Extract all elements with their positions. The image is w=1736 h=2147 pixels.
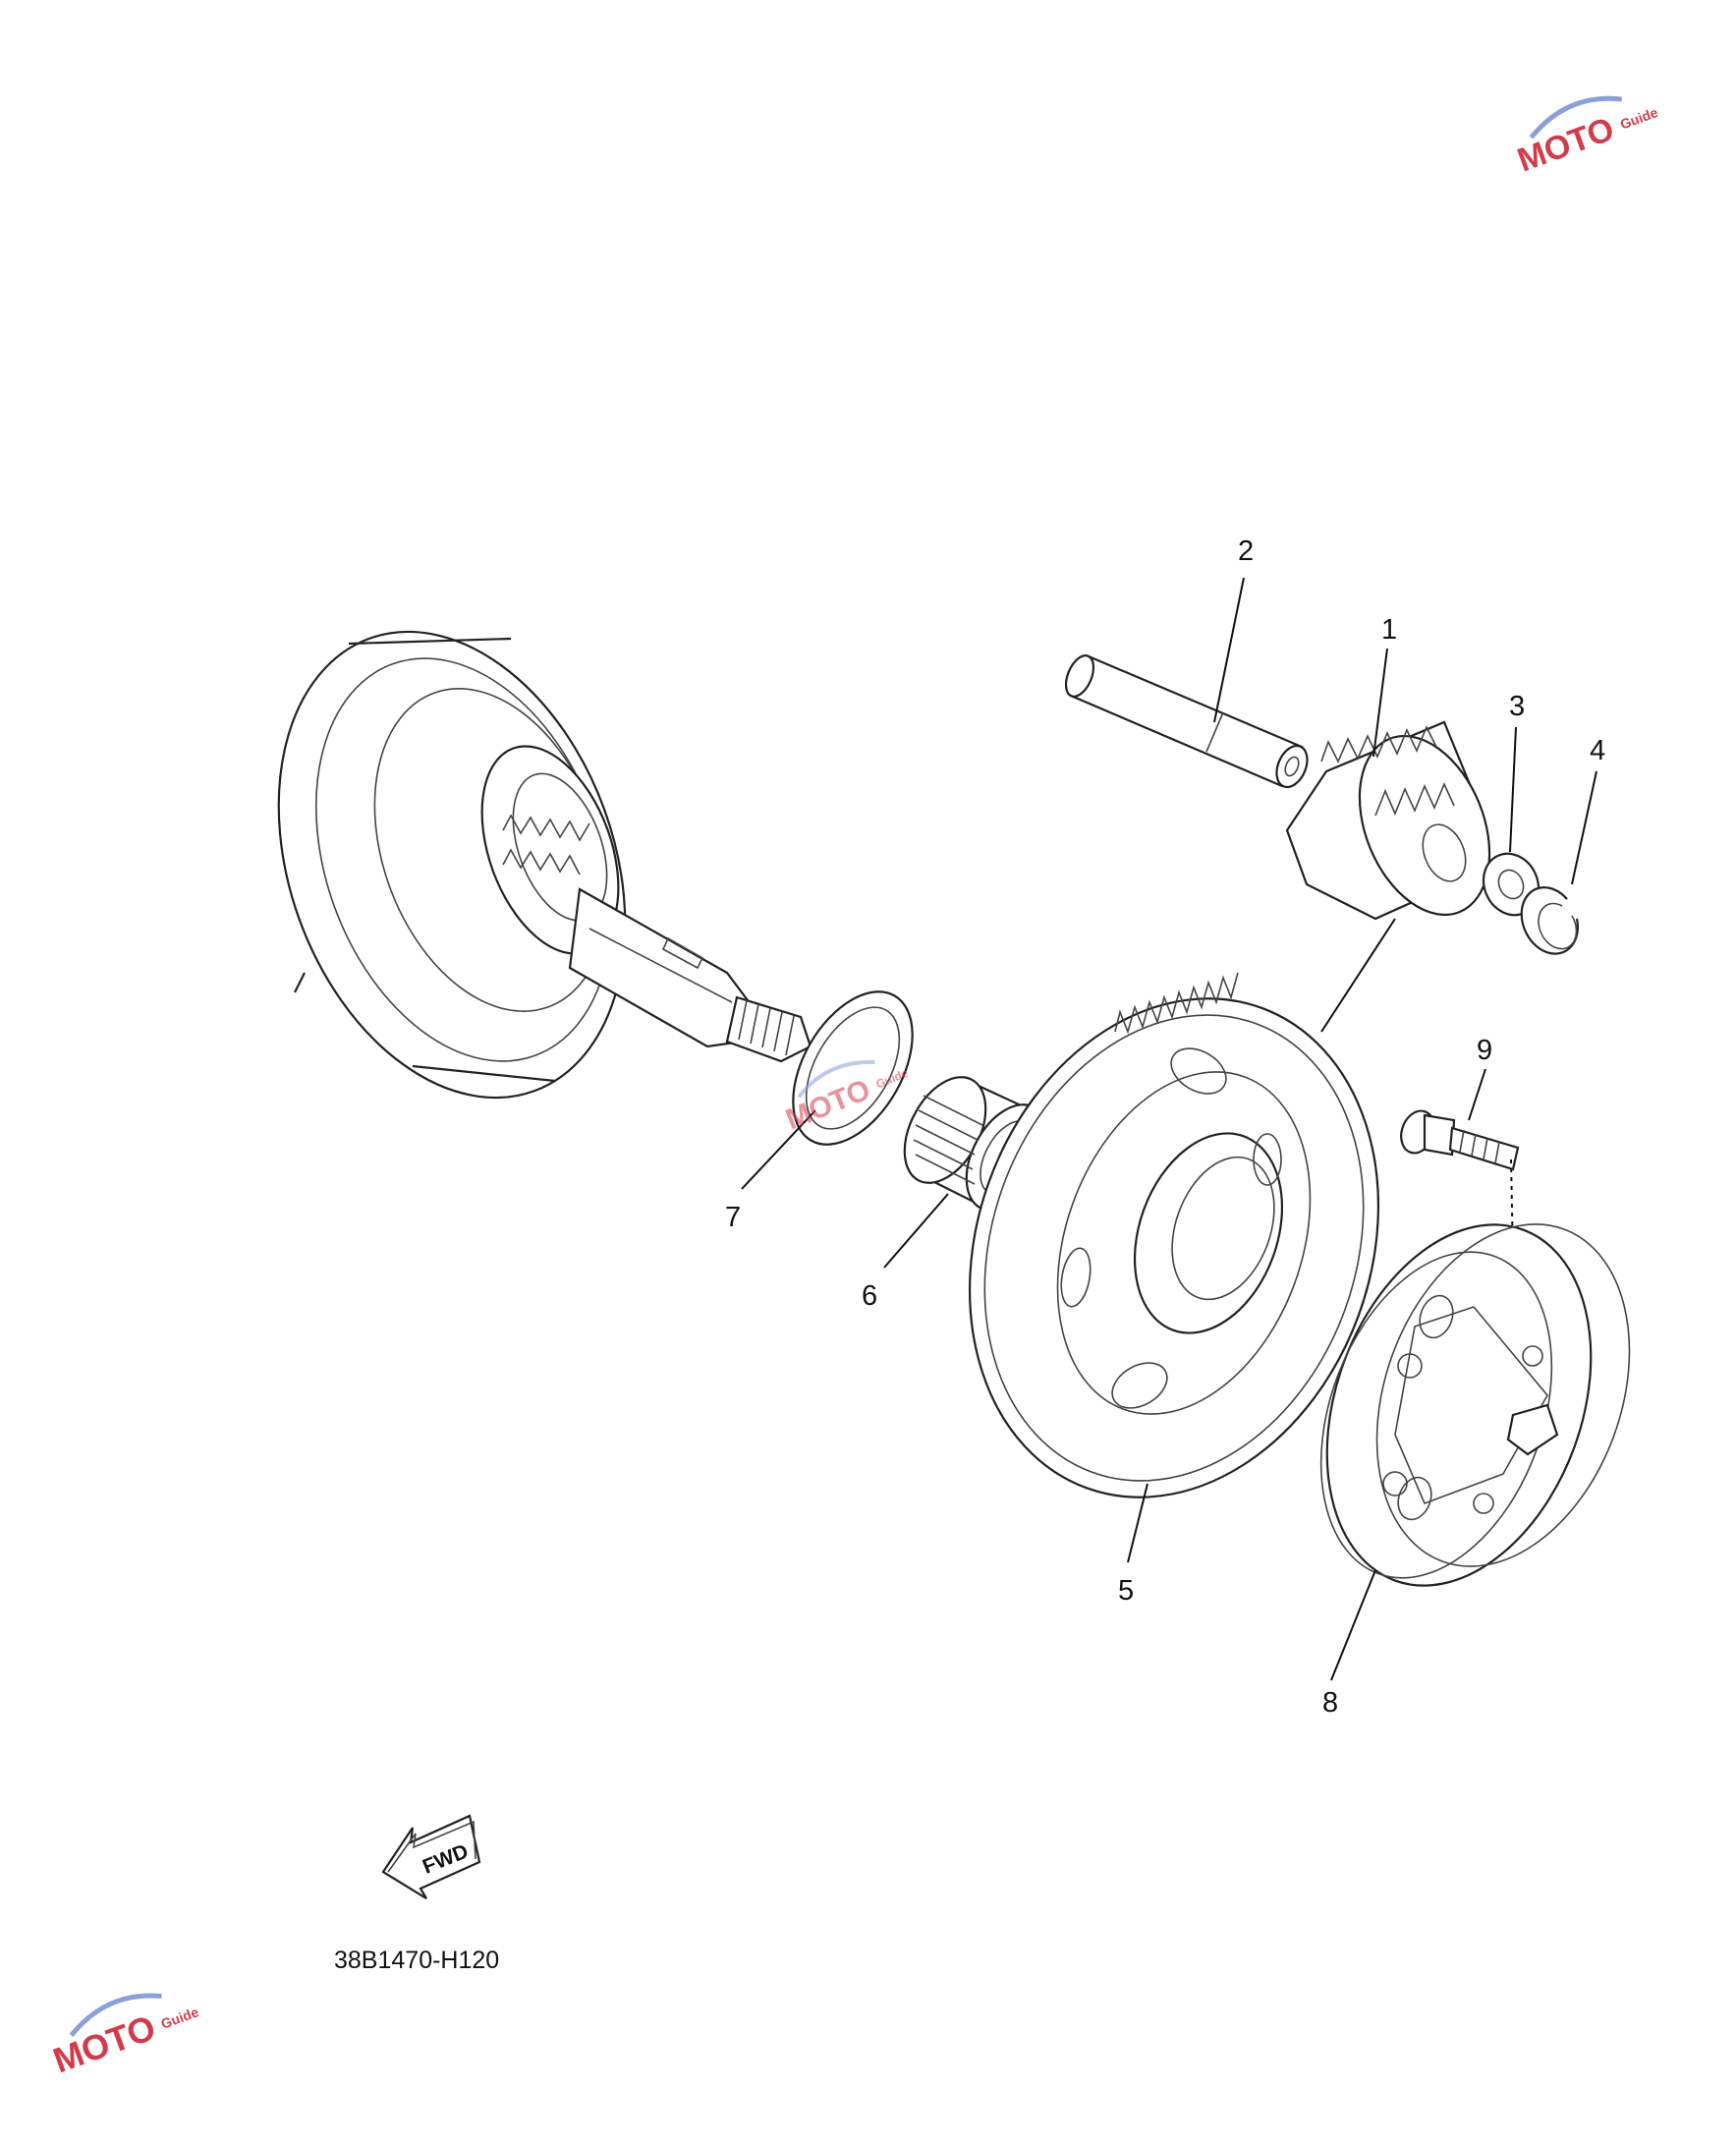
- leader-3: [1509, 726, 1517, 853]
- watermark-logo-bottom-left: MOTO Guide: [48, 1993, 201, 2081]
- callout-7: 7: [725, 1202, 741, 1233]
- part-8-clutch-housing: [1319, 1223, 1631, 1587]
- flywheel-shaft-assembly: [277, 630, 812, 1100]
- callout-numbers: 1 2 3 4 5 6 7 8 9: [725, 536, 1605, 1719]
- leader-4: [1571, 770, 1597, 885]
- leader-7: [741, 1109, 816, 1190]
- drawing-code: 38B1470-H120: [334, 1947, 499, 1974]
- callout-2: 2: [1238, 536, 1254, 567]
- leader-1: [1372, 648, 1388, 758]
- watermark-brand-bottom: MOTO: [48, 2006, 161, 2080]
- watermark-tagline-top: Guide: [1618, 104, 1660, 133]
- callout-8: 8: [1322, 1687, 1338, 1719]
- callout-9: 9: [1477, 1035, 1492, 1066]
- leader-2: [1213, 577, 1245, 723]
- watermark-brand-top: MOTO: [1513, 110, 1619, 179]
- watermark-logo-top-right: MOTO Guide: [1513, 95, 1660, 180]
- callout-6: 6: [862, 1280, 877, 1312]
- leader-9: [1468, 1068, 1486, 1121]
- part-5-starter-wheel-gear: [968, 972, 1380, 1498]
- part-1-idler-gear: [1285, 720, 1491, 921]
- watermark-tagline-bottom: Guide: [159, 2004, 201, 2032]
- forward-direction-arrow: FWD: [381, 1814, 481, 1899]
- callout-4: 4: [1590, 735, 1605, 766]
- leader-5: [1127, 1483, 1148, 1563]
- callout-5: 5: [1118, 1575, 1134, 1607]
- leader-6: [883, 1193, 949, 1269]
- leader-8: [1330, 1569, 1376, 1681]
- callout-1: 1: [1381, 614, 1397, 646]
- leader-1-to-5: [1320, 918, 1396, 1033]
- part-7-thrust-washer: [792, 990, 914, 1146]
- part-4-circlip: [1520, 886, 1580, 955]
- leader-lines: [741, 577, 1597, 1681]
- part-2-shaft: [1064, 654, 1309, 789]
- callout-3: 3: [1509, 691, 1525, 722]
